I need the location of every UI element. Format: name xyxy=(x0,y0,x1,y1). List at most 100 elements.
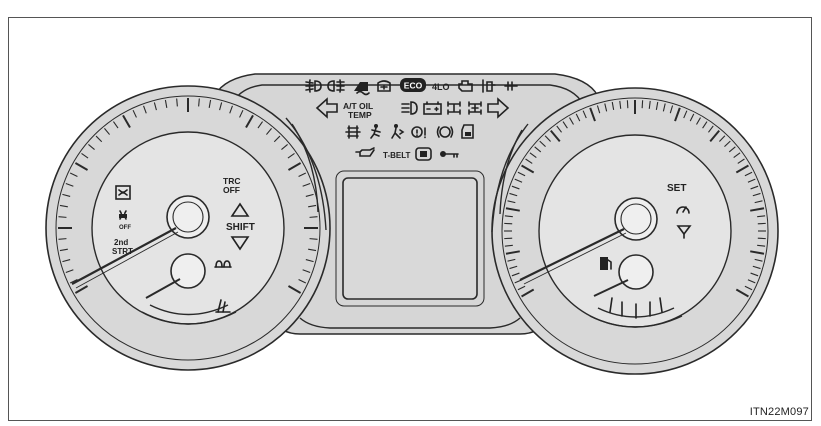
tachometer-tick xyxy=(153,102,157,111)
fuel-pump-icon xyxy=(600,257,612,270)
tachometer-tick xyxy=(208,99,212,108)
warning-lights: ECO 4LO A/T OIL TEMP xyxy=(305,78,518,161)
shift-down-icon xyxy=(230,236,250,251)
right-turn-signal-icon xyxy=(487,97,510,119)
speedometer-tick xyxy=(544,135,551,142)
at-oil-temp-label-top: A/T OIL xyxy=(343,101,373,111)
multi-info-display-bezel xyxy=(335,170,485,307)
speedometer-tick xyxy=(744,171,753,177)
speedometer-tick xyxy=(752,265,761,270)
figure-id-caption: ITN22M097 xyxy=(749,406,809,418)
tachometer-tick xyxy=(198,98,200,107)
four-wheel-drive-icon xyxy=(447,101,461,115)
tachometer-tick xyxy=(65,269,74,273)
seat-belt-icon-row3 xyxy=(345,125,361,139)
speedometer-tick xyxy=(655,101,659,110)
vsc-off-icon xyxy=(119,210,127,220)
speedometer-tick xyxy=(735,164,749,174)
fuel-scale-marks xyxy=(609,297,663,319)
tachometer-tick xyxy=(104,128,111,135)
speedometer-accent-arc xyxy=(491,123,529,233)
tachometer-tick xyxy=(302,183,311,187)
shift-label: SHIFT xyxy=(226,222,255,233)
four-lo-label: 4LO xyxy=(432,82,450,92)
headlight-high-beam-icon xyxy=(401,101,418,115)
speedometer-tick xyxy=(754,200,763,204)
speedometer-tick xyxy=(511,272,520,277)
speedometer-tick xyxy=(534,146,542,153)
speedometer-tick xyxy=(702,121,708,129)
tachometer-tick xyxy=(122,114,131,129)
speedometer-hub-inner xyxy=(620,203,652,235)
speedometer-tick xyxy=(504,244,513,247)
speedometer-tick xyxy=(514,178,523,183)
tachometer-accent-arc-2 xyxy=(291,123,319,213)
speedometer-tick xyxy=(539,140,546,147)
tachometer-lower-arc xyxy=(141,311,237,325)
glow-plug-icon xyxy=(214,260,232,268)
fuel-filter-icon xyxy=(482,79,496,93)
speedometer-tick xyxy=(575,113,581,122)
tachometer-tick xyxy=(287,152,295,159)
engine-check-icon xyxy=(458,80,473,92)
slip-indicator-icon xyxy=(354,82,370,96)
seatbelt-reminder-icon xyxy=(370,124,381,139)
tachometer-tick xyxy=(309,216,318,218)
speedometer-tick xyxy=(582,110,587,119)
tachometer-tick xyxy=(239,109,244,118)
speedometer-tick xyxy=(648,100,651,109)
tachometer-tick xyxy=(59,248,68,252)
tachometer-tick xyxy=(265,128,272,135)
speedometer-needle xyxy=(519,228,625,281)
temperature-needle xyxy=(145,278,181,299)
speedometer-tick xyxy=(511,185,520,190)
tachometer-tick xyxy=(74,285,89,294)
speedometer-tick xyxy=(757,244,766,247)
tachometer-tick xyxy=(298,279,307,284)
speedometer-tick xyxy=(662,103,666,112)
tachometer-needle xyxy=(71,227,177,285)
second-start-label-bottom: STRT xyxy=(112,247,133,256)
tachometer-tick xyxy=(62,193,71,197)
tachometer-tick xyxy=(88,144,95,151)
tachometer-tick xyxy=(229,105,233,114)
abs-indicator-icon xyxy=(436,126,454,138)
speedometer-tick xyxy=(562,121,568,129)
charging-system-icon xyxy=(423,101,442,115)
lower-trim xyxy=(299,317,521,329)
speedometer-tick xyxy=(696,117,701,125)
speedometer-tick xyxy=(509,265,518,270)
eco-label: ECO xyxy=(404,81,423,91)
tachometer-tick xyxy=(132,109,137,118)
left-turn-signal-icon xyxy=(315,97,338,119)
speedometer-tick xyxy=(556,125,562,133)
speedometer-tick xyxy=(750,185,759,190)
brake-system-icon xyxy=(411,126,426,139)
tachometer-tick xyxy=(74,162,89,171)
speedometer-tick xyxy=(569,117,574,125)
speedometer-tick xyxy=(517,285,526,291)
tachometer-tick xyxy=(257,121,264,129)
at-oil-temp-label-bottom: TEMP xyxy=(348,110,372,120)
tachometer-tick xyxy=(59,204,68,208)
speedometer-tick xyxy=(604,103,608,112)
tachometer-tick xyxy=(95,135,103,143)
trailer-sway-icon xyxy=(115,185,131,200)
speedometer-tick xyxy=(507,258,516,262)
shift-up-icon xyxy=(230,202,250,217)
speedometer-tick xyxy=(550,130,561,143)
tachometer: OFF 2nd STRT TRC OFF SHIFT xyxy=(45,85,331,371)
tachometer-tick xyxy=(298,172,307,177)
tachometer-tick xyxy=(69,172,78,177)
speedometer-needle-edge xyxy=(523,232,627,285)
speedometer-tick xyxy=(709,130,720,143)
tachometer-tick xyxy=(302,269,311,273)
speedometer-tick xyxy=(517,171,526,177)
tbelt-label: T-BELT xyxy=(383,151,411,160)
tachometer-tick xyxy=(176,98,178,107)
cruise-control-icon xyxy=(676,206,690,214)
tachometer-tick xyxy=(305,259,314,263)
washer-fluid-icon xyxy=(676,225,692,239)
